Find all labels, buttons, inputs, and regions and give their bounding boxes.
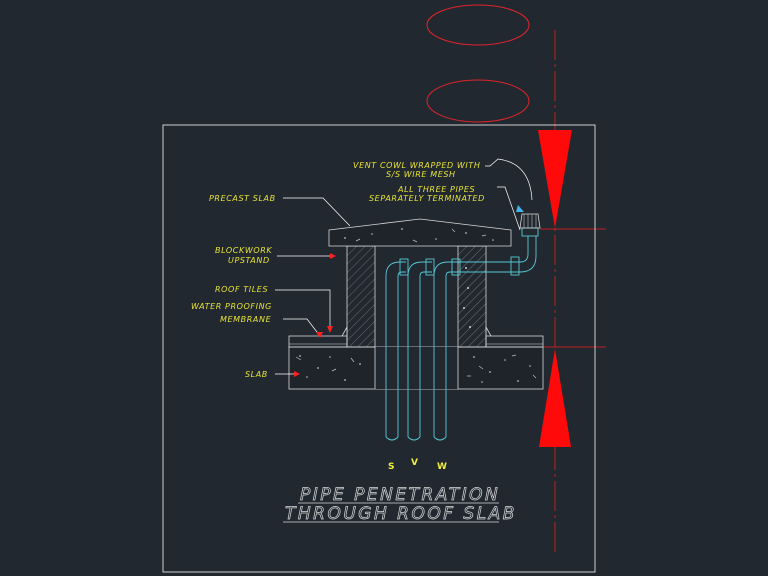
label-blockwork: BLOCKWORK — [215, 246, 272, 255]
label-pipes-terminated-2: SEPARATELY TERMINATED — [369, 194, 485, 203]
vent-cowl — [519, 213, 541, 229]
leaders — [275, 158, 533, 375]
label-slab: SLAB — [245, 370, 268, 379]
blockwork-left — [346, 245, 376, 348]
pipe-label-w: W — [437, 462, 447, 472]
label-precast-slab: PRECAST SLAB — [209, 194, 276, 203]
label-vent-cowl: VENT COWL WRAPPED WITH — [353, 161, 480, 170]
pipe-label-v: V — [411, 458, 418, 468]
precast-slab — [328, 218, 512, 247]
label-roof-tiles: ROOF TILES — [215, 285, 268, 294]
drawing-frame — [162, 124, 596, 573]
label-waterproofing: WATER PROOFING — [191, 302, 272, 311]
section-arrow-bottom — [539, 349, 571, 447]
label-vent-cowl-2: S/S WIRE MESH — [386, 170, 456, 179]
slab-opening — [375, 347, 458, 389]
label-pipes-terminated: ALL THREE PIPES — [397, 185, 475, 194]
revision-cloud-top — [426, 4, 530, 46]
roof-tiles — [288, 325, 544, 348]
revision-cloud-bottom — [426, 79, 530, 123]
label-blockwork-2: UPSTAND — [228, 256, 270, 265]
blockwork-right — [457, 245, 487, 348]
label-waterproofing-2: MEMBRANE — [220, 315, 272, 324]
drawing-title-line1: PIPE PENETRATION — [300, 485, 500, 505]
vent-cowl-arrow — [516, 205, 524, 212]
pipes — [385, 227, 539, 441]
pipe-label-s: S — [388, 462, 394, 472]
section-arrow-top — [538, 130, 572, 228]
drawing-title-line2: THROUGH ROOF SLAB — [285, 504, 517, 524]
